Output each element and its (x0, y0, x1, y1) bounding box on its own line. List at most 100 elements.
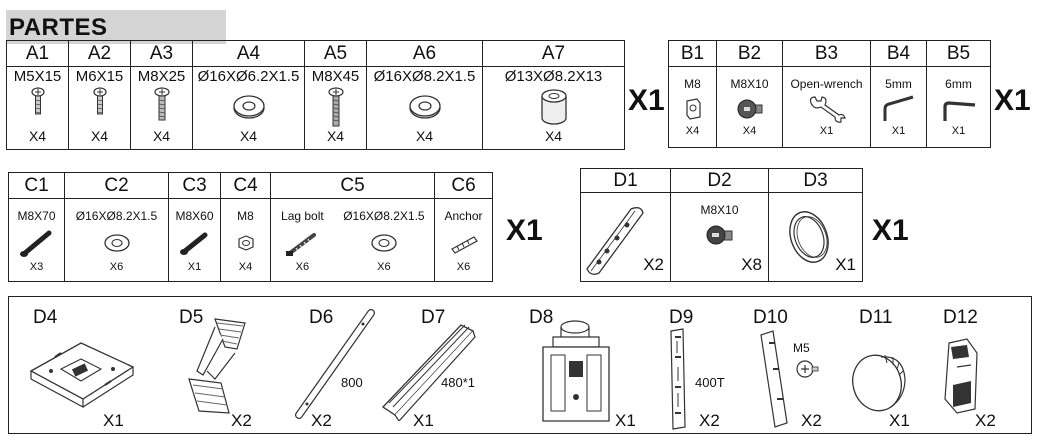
part-d9-qty: X2 (699, 411, 720, 430)
pole-clamp-icon (542, 320, 610, 422)
part-b3-spec: Open-wrench (790, 77, 863, 91)
part-c5-id: C5 (270, 172, 435, 199)
part-b4-cell: 5mm X1 (870, 66, 927, 148)
part-a1-cell: M5X15 X4 (6, 66, 69, 150)
screw-icon (153, 87, 170, 121)
part-d1-cell: X2 (580, 192, 671, 282)
part-a3-cell: M8X25 X4 (130, 66, 193, 150)
spacer-icon (540, 89, 567, 125)
part-c5-lag-spec: Lag bolt (281, 209, 324, 223)
part-d6-id: D6 (309, 307, 334, 328)
part-b4-id: B4 (870, 40, 927, 67)
ring-icon (789, 211, 829, 263)
part-c3-spec: M8X60 (175, 209, 214, 223)
part-a2-spec: M6X15 (75, 68, 124, 85)
part-b2-cell: M8X10 X4 (716, 66, 783, 148)
end-cap-icon (852, 354, 906, 412)
part-d10-id: D10 (753, 307, 788, 328)
part-c4-cell: M8 X4 (220, 198, 271, 282)
part-c3-cell: M8X60 X1 (168, 198, 221, 282)
part-d10-note: M5 (793, 341, 810, 355)
washer-icon (232, 95, 265, 119)
part-a7-cell: Ø13XØ8.2X13 X4 (482, 66, 625, 150)
part-a1-spec: M5X15 (13, 68, 62, 85)
part-d4-qty: X1 (103, 411, 124, 430)
part-c4-id: C4 (220, 172, 271, 199)
part-c5-washer-spec: Ø16XØ8.2X1.5 (343, 209, 425, 223)
anchor-icon (450, 236, 478, 254)
part-c2-cell: Ø16XØ8.2X1.5 X6 (64, 198, 169, 282)
group-c-set-qty: X1 (506, 214, 543, 247)
parts-panel-d: D4 X1 D5 X2 D6 800 X2 D7 480*1 X1 D8 (8, 296, 1032, 434)
wrench-icon (809, 96, 846, 123)
screw-icon (30, 87, 45, 115)
rail-icon (381, 324, 476, 421)
part-d6-note: 800 (341, 375, 363, 390)
part-a3-id: A3 (130, 40, 193, 67)
part-c1-id: C1 (8, 172, 65, 199)
nut-icon (237, 235, 254, 251)
part-c1-spec: M8X70 (17, 209, 56, 223)
bracket-plate-icon (586, 207, 644, 275)
washer-icon (408, 95, 441, 119)
part-c4-qty: X4 (238, 261, 253, 273)
lock-bracket-icon (760, 330, 788, 428)
part-d7-note: 480*1 (441, 375, 475, 390)
part-a7-id: A7 (482, 40, 625, 67)
part-c4-spec: M8 (237, 209, 254, 223)
part-b4-qty: X1 (891, 125, 906, 137)
part-a4-id: A4 (192, 40, 305, 67)
long-bolt-icon (179, 232, 207, 255)
part-b2-id: B2 (716, 40, 783, 67)
part-d8-id: D8 (529, 307, 554, 328)
hex-bolt-icon (737, 99, 762, 119)
part-b1-spec: M8 (684, 77, 701, 91)
washer-icon (371, 234, 397, 252)
part-a5-qty: X4 (326, 128, 345, 144)
group-a-set-qty: X1 (628, 84, 665, 117)
hanger-bracket-icon (670, 328, 686, 430)
part-d3-id: D3 (768, 168, 863, 193)
screw-icon (327, 87, 344, 127)
part-a1-qty: X4 (28, 128, 47, 144)
part-a5-cell: M8X45 X4 (304, 66, 367, 150)
clip-icon (944, 338, 978, 414)
part-d6-qty: X2 (311, 411, 332, 430)
part-a6-spec: Ø16XØ8.2X1.5 (373, 68, 476, 85)
part-d2-qty: X8 (741, 255, 762, 274)
part-c6-id: C6 (434, 172, 493, 199)
part-a6-qty: X4 (415, 128, 434, 144)
screw-icon (92, 87, 107, 115)
part-d4-id: D4 (33, 307, 58, 328)
part-a4-cell: Ø16XØ6.2X1.5 X4 (192, 66, 305, 150)
part-c5-lag-qty: X6 (295, 261, 310, 273)
hex-key-icon (942, 101, 975, 121)
hex-key-icon (883, 95, 913, 121)
extension-pole-icon (295, 309, 375, 419)
part-b5-spec: 6mm (945, 77, 972, 91)
part-a3-qty: X4 (152, 128, 171, 144)
part-b3-qty: X1 (819, 125, 834, 137)
part-a1-id: A1 (6, 40, 69, 67)
part-b1-cell: M8 X4 (668, 66, 717, 148)
part-d5-id: D5 (179, 307, 204, 328)
part-a7-qty: X4 (544, 128, 563, 144)
part-c3-qty: X1 (187, 261, 202, 273)
part-d2-cell: M8X10 X8 (670, 192, 769, 282)
parts-table-d1: D1 D2 D3 X2 M8X10 X8 (580, 168, 863, 282)
part-b5-cell: 6mm X1 (926, 66, 991, 148)
part-c2-id: C2 (64, 172, 169, 199)
part-d11-qty: X1 (889, 411, 910, 430)
part-d8-qty: X1 (615, 411, 636, 430)
part-a6-cell: Ø16XØ8.2X1.5 X4 (366, 66, 483, 150)
part-d12-id: D12 (943, 307, 978, 328)
part-a5-id: A5 (304, 40, 367, 67)
part-b3-cell: Open-wrench X1 (782, 66, 871, 148)
part-c2-qty: X6 (109, 261, 124, 273)
part-a6-id: A6 (366, 40, 483, 67)
part-b2-qty: X4 (742, 125, 757, 137)
part-a4-spec: Ø16XØ6.2X1.5 (197, 68, 300, 85)
part-c5-washer-qty: X6 (377, 261, 391, 273)
part-a4-qty: X4 (239, 128, 258, 144)
part-d3-qty: X1 (835, 255, 856, 274)
